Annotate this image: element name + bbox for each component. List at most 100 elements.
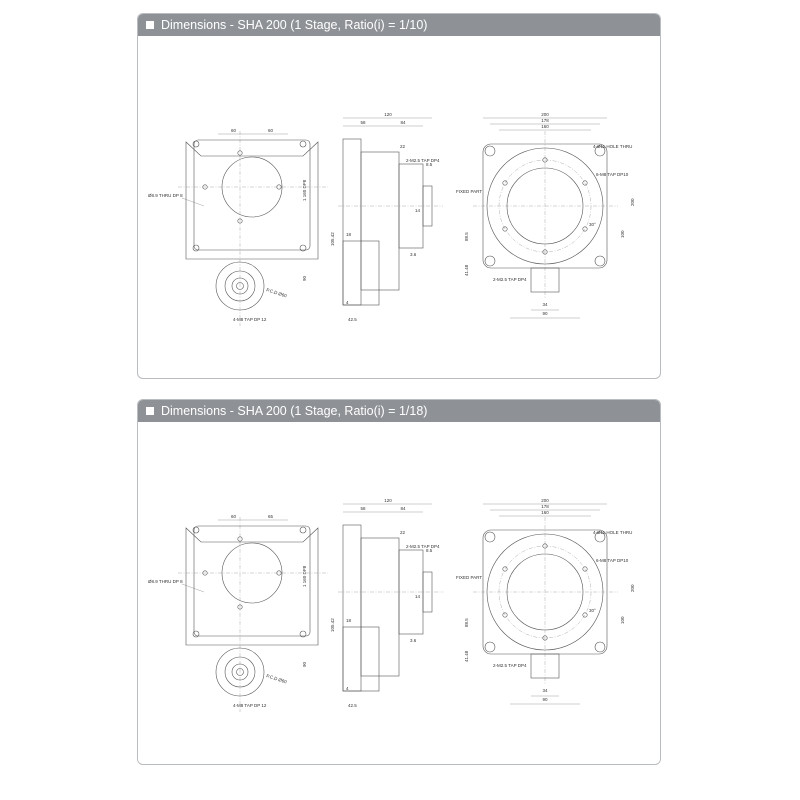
panel-header: Dimensions - SHA 200 (1 Stage, Ratio(i) … xyxy=(138,14,660,36)
dim-label: 22 xyxy=(400,530,406,535)
dim-label: 88.5 xyxy=(464,232,469,241)
hole-note: Ø8.9 THRU DP 8 xyxy=(148,579,183,584)
dim-label: 1 160 DP8 xyxy=(302,179,307,201)
dim-label: 34 xyxy=(542,302,548,307)
dim-label: 90 xyxy=(542,697,548,702)
corner-hole xyxy=(594,255,606,267)
hole-note: 4-Ø11 HOLE THRU xyxy=(593,144,632,149)
dim-label: 4 xyxy=(346,686,349,691)
corner-hole xyxy=(484,531,496,543)
dim-label: 88.5 xyxy=(464,618,469,627)
corner-hole xyxy=(594,641,606,653)
dim-label: 34 xyxy=(542,688,548,693)
dim-label: 8.5 xyxy=(426,548,433,553)
dim-label: 60 xyxy=(268,128,274,133)
dim-label: 18 xyxy=(346,232,352,237)
pcd-note: P.C.D Ø60 xyxy=(266,287,288,298)
panel-title: Dimensions - SHA 200 (1 Stage, Ratio(i) … xyxy=(161,18,428,32)
dim-label: 60 xyxy=(231,128,237,133)
dim-label: 200 xyxy=(541,112,549,117)
corner-hole xyxy=(484,641,496,653)
dim-label: 160 xyxy=(541,124,549,129)
tap-note: 6-M8 TAP DP10 xyxy=(596,558,629,563)
tap-hole xyxy=(582,180,588,186)
dim-label: 3.6 xyxy=(410,252,417,257)
corner-hole xyxy=(594,531,606,543)
corner-hole xyxy=(484,145,496,157)
dim-label: 42.5 xyxy=(348,317,357,322)
dim-label: 90 xyxy=(302,661,307,667)
tap-note: 2-M2.5 TAP DP4 xyxy=(406,544,440,549)
dim-label: 84 xyxy=(400,120,406,125)
fixed-part-note: FIXED PART xyxy=(456,189,482,194)
dim-label: 42.5 xyxy=(348,703,357,708)
mount-flange xyxy=(342,524,362,692)
hole-note: Ø8.9 THRU DP 8 xyxy=(148,193,183,198)
gear-body xyxy=(360,151,400,291)
dim-label: 160 xyxy=(541,510,549,515)
angle-label: 30° xyxy=(589,222,596,227)
corner-hole xyxy=(484,255,496,267)
tap-note: 2-M2.5 TAP DP4 xyxy=(493,663,527,668)
tap-note: 4-M8 TAP DP 12 xyxy=(233,703,267,708)
corner-hole xyxy=(299,526,307,534)
square-bullet-icon xyxy=(146,407,154,415)
fixed-part-note: FIXED PART xyxy=(456,575,482,580)
corner-hole xyxy=(192,244,200,252)
panel-header: Dimensions - SHA 200 (1 Stage, Ratio(i) … xyxy=(138,400,660,422)
angle-label: 30° xyxy=(589,608,596,613)
dim-label: 105.42 xyxy=(330,618,335,632)
motor-adapter xyxy=(342,240,380,306)
corner-hole xyxy=(594,145,606,157)
base-foot xyxy=(530,653,560,679)
dim-label: 120 xyxy=(384,498,392,503)
gear-body xyxy=(360,537,400,677)
dim-label: 200 xyxy=(630,198,635,206)
bolt-hole xyxy=(237,218,243,224)
dim-label: 120 xyxy=(384,112,392,117)
dim-label: 60 xyxy=(231,514,237,519)
corner-hole xyxy=(192,526,200,534)
mount-flange xyxy=(342,138,362,306)
dim-label: 90 xyxy=(302,275,307,281)
dim-label: 1 160 DP8 xyxy=(302,565,307,587)
tap-hole xyxy=(502,612,508,618)
dimensions-panel-ratio-1-10: Dimensions - SHA 200 (1 Stage, Ratio(i) … xyxy=(137,13,661,379)
dim-label: 58 xyxy=(360,120,366,125)
dim-label: 4 xyxy=(346,300,349,305)
panel-title: Dimensions - SHA 200 (1 Stage, Ratio(i) … xyxy=(161,404,428,418)
tap-hole xyxy=(502,180,508,186)
hole-note: 4-Ø11 HOLE THRU xyxy=(593,530,632,535)
front-housing xyxy=(193,139,311,251)
dim-label: 18 xyxy=(346,618,352,623)
tap-note: 2-M2.5 TAP DP4 xyxy=(406,158,440,163)
corner-hole xyxy=(299,244,307,252)
dim-label: 200 xyxy=(541,498,549,503)
tap-hole xyxy=(502,566,508,572)
dim-label: 14 xyxy=(415,208,421,213)
dim-label: 105.42 xyxy=(330,232,335,246)
dim-label: 41.48 xyxy=(464,264,469,276)
tap-hole xyxy=(502,226,508,232)
dim-label: 100 xyxy=(620,616,625,624)
corner-hole xyxy=(192,140,200,148)
dim-label: 178 xyxy=(541,504,549,509)
pcd-note: P.C.D Ø60 xyxy=(266,673,288,684)
dim-label: 100 xyxy=(620,230,625,238)
corner-hole xyxy=(299,630,307,638)
square-bullet-icon xyxy=(146,21,154,29)
dim-label: 65 xyxy=(268,514,274,519)
tap-note: 2-M2.5 TAP DP4 xyxy=(493,277,527,282)
front-housing xyxy=(193,525,311,637)
motor-adapter xyxy=(342,626,380,692)
housing-plate xyxy=(185,527,319,646)
dim-label: 3.6 xyxy=(410,638,417,643)
dim-label: 90 xyxy=(542,311,548,316)
dim-label: 8.5 xyxy=(426,162,433,167)
housing-plate xyxy=(185,141,319,260)
dimensions-panel-ratio-1-18: Dimensions - SHA 200 (1 Stage, Ratio(i) … xyxy=(137,399,661,765)
